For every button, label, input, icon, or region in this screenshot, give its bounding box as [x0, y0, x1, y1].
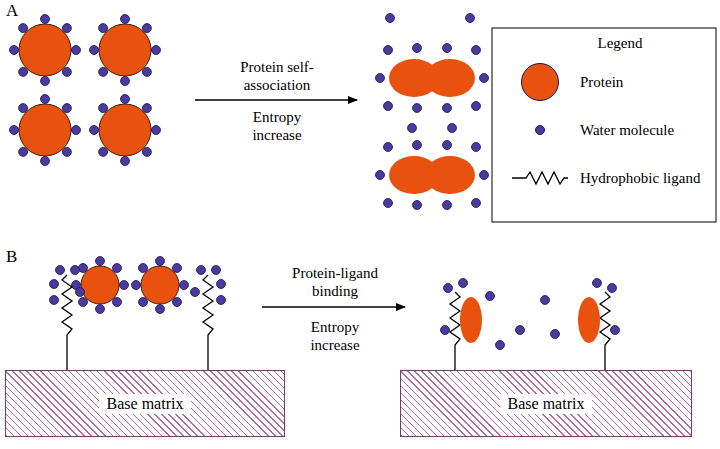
legend-entry: Protein [510, 60, 705, 104]
annotation: Entropy increase [287, 318, 383, 354]
panel-letter: A [6, 2, 36, 20]
legend-sample [510, 168, 570, 188]
legend-entry: Hydrophobic ligand [510, 156, 705, 200]
node-text: Base matrix [99, 394, 192, 414]
annotation: Protein-ligand binding [285, 264, 385, 300]
ligand-symbol [512, 168, 568, 188]
panel-letter: B [6, 248, 36, 266]
legend-text: Protein [580, 73, 705, 91]
legend-entry: Water molecule [510, 108, 705, 152]
legend-text: Hydrophobic ligand [580, 169, 705, 187]
base-matrix: Base matrix [400, 370, 692, 437]
base-matrix: Base matrix [5, 370, 285, 437]
legend-sample [510, 63, 570, 101]
legend-sample [510, 125, 570, 135]
annotation: Protein self-association [227, 58, 327, 94]
legend-swatch [521, 63, 559, 101]
annotation: Legend [575, 34, 665, 52]
legend-text: Water molecule [580, 121, 705, 139]
node-text: Base matrix [500, 394, 593, 414]
annotation: Entropy increase [229, 108, 325, 144]
legend-swatch [535, 125, 545, 135]
